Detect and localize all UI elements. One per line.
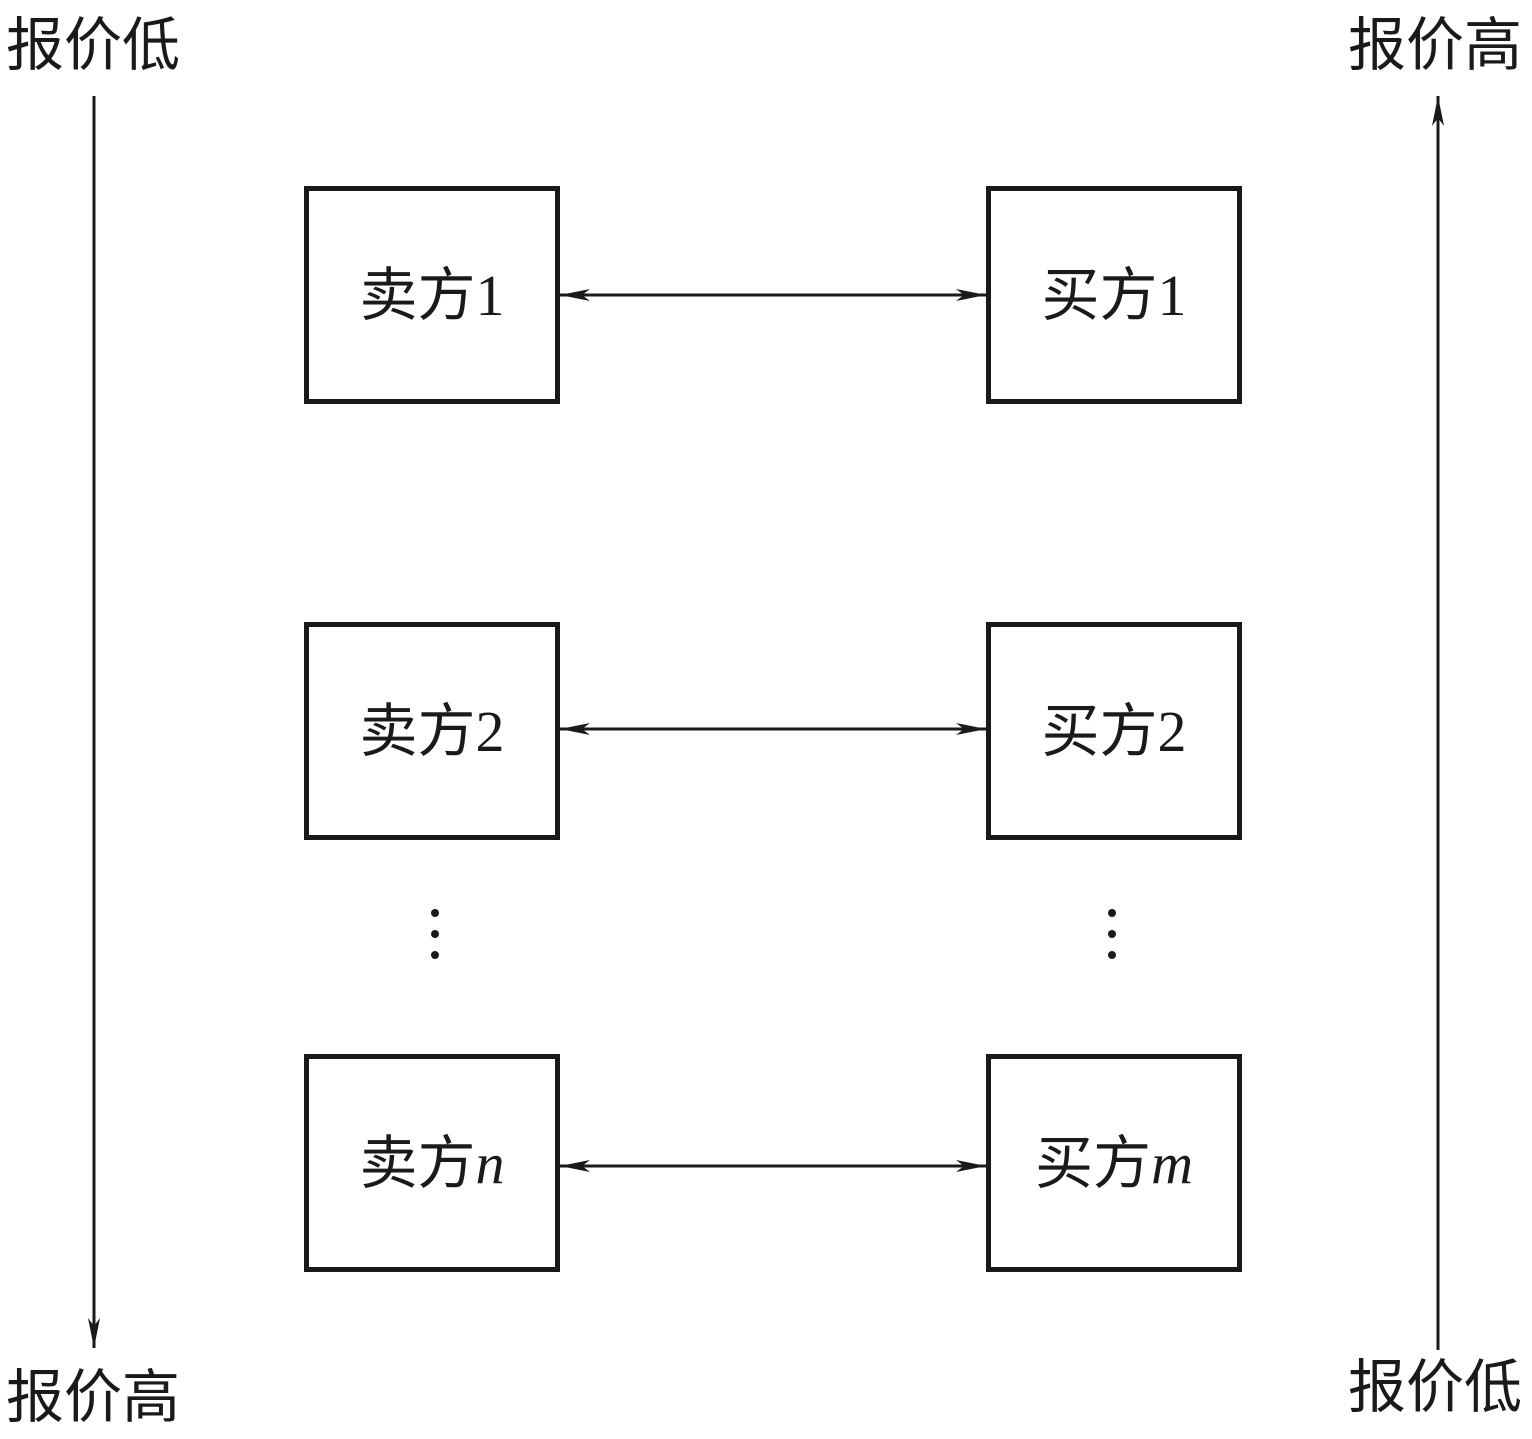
buyer-ellipsis-icon — [1108, 909, 1116, 959]
seller-label-1: 卖方1 — [359, 260, 504, 331]
left-axis-bottom-label: 报价高 — [6, 1363, 181, 1431]
buyer-index-2: 2 — [1157, 698, 1187, 764]
buyer-label-2: 买方2 — [1041, 696, 1186, 767]
right-axis-bottom-label: 报价低 — [1348, 1353, 1523, 1421]
seller-index-2: 2 — [475, 698, 505, 764]
seller-box-1: 卖方1 — [304, 186, 560, 404]
seller-label-2: 卖方2 — [359, 696, 504, 767]
seller-label-n: 卖方n — [359, 1128, 504, 1199]
buyer-index-1: 1 — [1157, 262, 1187, 328]
seller-name-n: 卖方 — [359, 1128, 476, 1197]
buyer-box-2: 买方2 — [986, 622, 1242, 840]
seller-box-2: 卖方2 — [304, 622, 560, 840]
seller-name-1: 卖方 — [359, 260, 476, 329]
seller-index-n: n — [475, 1130, 505, 1196]
buyer-label-m: 买方m — [1035, 1128, 1193, 1199]
buyer-box-1: 买方1 — [986, 186, 1242, 404]
seller-ellipsis-icon — [431, 909, 439, 959]
seller-box-n: 卖方n — [304, 1054, 560, 1272]
left-axis-top-label: 报价低 — [6, 11, 181, 79]
buyer-name-m: 买方 — [1035, 1128, 1152, 1197]
seller-name-2: 卖方 — [359, 696, 476, 765]
buyer-name-2: 买方 — [1041, 696, 1158, 765]
buyer-box-m: 买方m — [986, 1054, 1242, 1272]
seller-index-1: 1 — [475, 262, 505, 328]
buyer-name-1: 买方 — [1041, 260, 1158, 329]
buyer-index-m: m — [1151, 1130, 1193, 1196]
buyer-label-1: 买方1 — [1041, 260, 1186, 331]
right-axis-top-label: 报价高 — [1348, 11, 1523, 79]
